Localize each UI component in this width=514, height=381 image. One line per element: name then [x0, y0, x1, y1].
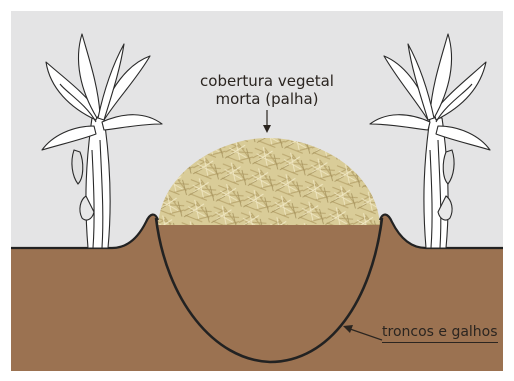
mulch-label-line1: cobertura vegetal — [162, 72, 372, 90]
trench-fill-label: troncos e galhos — [382, 323, 498, 343]
mulch-label: cobertura vegetal morta (palha) — [162, 72, 372, 108]
mulch-label-line2: morta (palha) — [162, 90, 372, 108]
